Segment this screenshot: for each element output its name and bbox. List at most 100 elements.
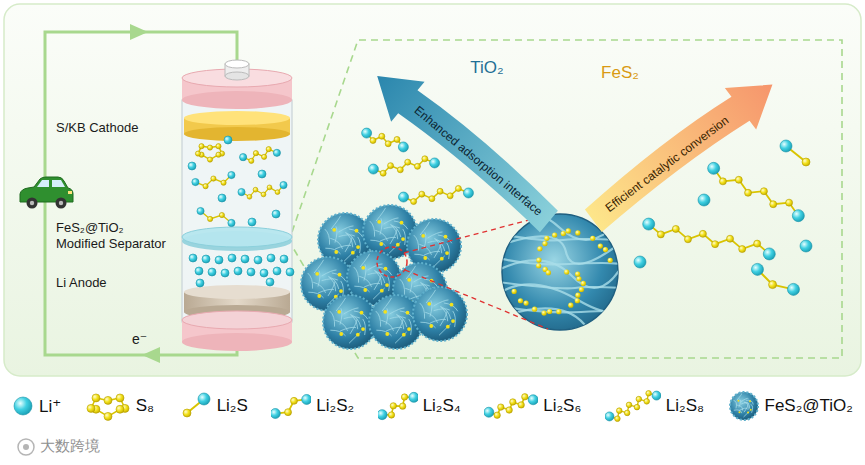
zoom-leader — [377, 247, 407, 277]
fes2-tio2-cluster — [433, 256, 445, 267]
battery — [182, 333, 292, 351]
polysulfide-molecules — [367, 133, 404, 147]
legend-symbol — [271, 394, 311, 418]
polysulfide-molecules — [238, 188, 245, 195]
fes2-tio2-cluster — [328, 281, 335, 296]
polysulfide-molecules — [207, 157, 212, 162]
polysulfide-molecules — [195, 151, 200, 156]
fes2-tio2-cluster — [450, 303, 454, 307]
layer-label: FeS₂@TiO₂ Modified Separator — [56, 220, 176, 252]
polysulfide-molecules — [196, 279, 204, 287]
zoom-circle — [512, 289, 517, 294]
legend-item: Li⁺ — [12, 389, 61, 423]
fes2-tio2-cluster — [340, 327, 356, 331]
zoom-circle — [498, 212, 622, 336]
fes2-tio2-cluster — [370, 240, 385, 246]
polysulfide-molecules — [188, 128, 812, 295]
polysulfide-molecules — [699, 230, 706, 237]
arrow-node: FeS₂Efficient catalytic conversion — [575, 45, 775, 230]
polysulfide-molecules — [698, 194, 710, 206]
zoom-circle — [523, 301, 528, 306]
battery — [225, 72, 249, 80]
legend-item: Li₂S — [178, 389, 248, 423]
car-icon — [30, 201, 34, 205]
zoom-circle — [546, 270, 551, 275]
car-icon — [68, 191, 72, 194]
legend-symbol — [733, 400, 736, 408]
fes2-tio2-cluster — [424, 251, 440, 255]
legend-symbol — [498, 404, 504, 410]
polysulfide-molecules — [430, 158, 440, 168]
legend-text: Li₂S — [217, 396, 248, 416]
polysulfide-molecules — [399, 192, 409, 202]
fes2-tio2-cluster — [377, 220, 381, 224]
polysulfide-molecules — [195, 175, 231, 186]
fes2-tio2-cluster — [375, 270, 385, 283]
legend-symbol — [408, 392, 417, 402]
zoom-circle — [498, 212, 622, 336]
arrow-heading: TiO₂ — [470, 58, 503, 78]
polysulfide-molecules — [216, 144, 221, 149]
legend-symbol — [271, 409, 280, 419]
polysulfide-molecules — [228, 171, 235, 178]
fes2-tio2-cluster — [361, 266, 365, 270]
fes2-tio2-cluster — [396, 243, 400, 247]
polysulfide-molecules — [224, 136, 232, 144]
layer-label: S/KB Cathode — [56, 120, 176, 136]
polysulfide-molecules — [800, 240, 812, 252]
legend-symbol — [285, 409, 292, 416]
zoom-circle — [561, 231, 566, 236]
legend-symbol — [510, 399, 516, 405]
legend-item: S₈ — [85, 389, 154, 423]
polysulfide-molecules — [792, 210, 804, 222]
fes2-tio2-cluster — [390, 317, 406, 319]
fes2-tio2-cluster — [435, 238, 445, 251]
legend-symbol — [738, 411, 740, 413]
legend-symbol — [616, 408, 622, 414]
zoom-circle — [541, 310, 546, 315]
zoom-circle — [576, 276, 581, 281]
polysulfide-molecules — [394, 136, 400, 142]
fes2-tio2-cluster — [421, 234, 425, 238]
fes2-tio2-cluster — [384, 227, 400, 229]
fes2-tio2-cluster — [330, 330, 345, 336]
fes2-tio2-cluster — [420, 322, 435, 328]
fes2-tio2-cluster — [322, 279, 338, 281]
legend-symbol — [178, 389, 212, 423]
zoom-circle — [575, 271, 580, 276]
fes2-tio2-cluster — [349, 332, 361, 343]
legend-symbol — [14, 397, 32, 415]
fes2-tio2-cluster — [368, 273, 384, 275]
fes2-tio2-cluster — [313, 282, 325, 293]
polysulfide-molecules — [248, 218, 256, 226]
legend-symbol — [744, 402, 749, 408]
polysulfide-molecules — [760, 188, 767, 195]
car-icon — [20, 177, 73, 202]
legend-symbol — [390, 403, 396, 409]
legend-text: Li₂S₈ — [666, 396, 704, 416]
fes2-tio2-cluster — [317, 294, 321, 298]
polysulfide-molecules — [672, 225, 679, 232]
polysulfide-molecules — [712, 241, 719, 248]
polysulfide-molecules — [228, 219, 235, 226]
fes2-tio2-cluster — [374, 275, 381, 290]
fes2-tio2-cluster — [386, 327, 402, 331]
fes2-tio2-cluster — [407, 327, 411, 331]
battery — [182, 227, 292, 247]
zoom-circle — [575, 298, 580, 303]
polysulfide-molecules — [368, 164, 378, 174]
legend-symbol — [291, 397, 298, 404]
zoom-region — [292, 40, 842, 358]
polysulfide-molecules — [422, 156, 428, 162]
battery — [184, 127, 290, 141]
fes2-tio2-cluster — [325, 248, 340, 254]
battery — [225, 60, 249, 68]
legend-text: Li₂S₂ — [316, 396, 354, 416]
legend-symbol — [484, 394, 538, 419]
fes2-tio2-cluster — [414, 254, 429, 260]
fes2-tio2-cluster — [318, 289, 334, 293]
legend-symbol — [749, 400, 751, 402]
zoom-circle — [547, 309, 552, 314]
fes2-tio2-cluster — [444, 235, 448, 239]
polysulfide-molecules — [189, 254, 197, 262]
